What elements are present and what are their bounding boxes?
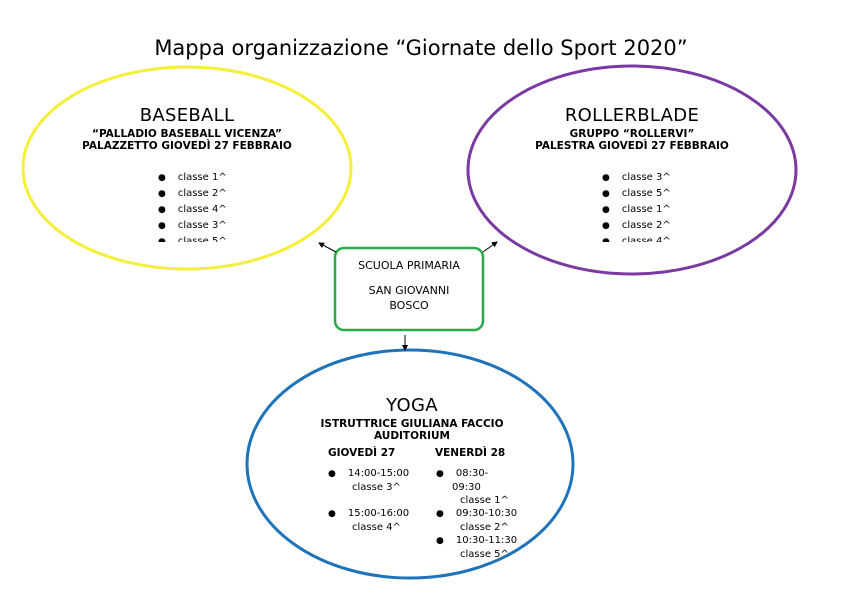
slot-class: classe 2^ [460, 522, 509, 533]
class-label: classe 1^ [177, 172, 227, 183]
yoga-heading: YOGA [386, 395, 438, 416]
class-label: classe 1^ [621, 204, 671, 215]
rollerblade-node: ROLLERBLADE GRUPPO “ROLLERVI” PALESTRA G… [482, 105, 782, 153]
bullet-dot-icon: ● [158, 237, 166, 242]
bullet-dot-icon: ● [602, 189, 610, 199]
class-list-item: ● classe 2^ [158, 186, 278, 202]
bullet-dot-icon: ● [602, 205, 610, 215]
slot-time: 10:30-11:30 [455, 535, 518, 546]
slot-time: 14:00-15:00 [347, 468, 410, 479]
baseball-location: PALAZZETTO GIOVEDÌ 27 FEBBRAIO [82, 140, 292, 152]
slot-time: 15:00-16:00 [347, 508, 410, 519]
baseball-class-list: ● classe 1^ ● classe 2^ ● classe 4^ ● classe 3^… [158, 170, 278, 242]
school-line-1: SCUOLA PRIMARIA [358, 259, 460, 272]
class-label: classe 2^ [621, 220, 671, 231]
yoga-ellipse [245, 348, 575, 580]
slot-class: classe 3^ [352, 482, 401, 493]
slot-time: 09:30-10:30 [455, 508, 518, 519]
slot-time: 08:30- [455, 468, 489, 479]
class-list-item: ● classe 1^ [602, 202, 722, 218]
slot-class: classe 1^ [460, 495, 509, 506]
class-label: classe 4^ [177, 204, 227, 215]
school-node: SCUOLA PRIMARIA SAN GIOVANNI BOSCO [335, 248, 483, 330]
slot-time-end: 09:30 [452, 482, 481, 493]
rollerblade-class-list: ● classe 3^ ● classe 5^ ● classe 1^ ● classe 2^… [602, 170, 722, 242]
baseball-heading: BASEBALL [139, 105, 235, 126]
class-label: classe 3^ [177, 220, 227, 231]
school-line-3: BOSCO [389, 299, 429, 312]
class-list-item: ● classe 2^ [602, 218, 722, 234]
yoga-instructor: ISTRUTTRICE GIULIANA FACCIO [320, 418, 504, 430]
bullet-dot-icon: ● [602, 173, 610, 183]
rollerblade-ellipse [466, 64, 798, 276]
yoga-day1-slot-1: ● 14:00-15:00 classe 3^ [328, 467, 409, 494]
class-label: classe 5^ [621, 188, 671, 199]
slot-class: classe 5^ [460, 549, 509, 560]
yoga-day1-slot-2: ● 15:00-16:00 classe 4^ [328, 507, 409, 534]
bullet-dot-icon: ● [436, 536, 444, 546]
baseball-node: BASEBALL “PALLADIO BASEBALL VICENZA” PAL… [37, 105, 337, 153]
class-list-item: ● classe 5^ [602, 186, 722, 202]
bullet-dot-icon: ● [158, 205, 166, 215]
yoga-node: YOGA ISTRUTTRICE GIULIANA FACCIO AUDITOR… [262, 395, 562, 443]
rollerblade-location: PALESTRA GIOVEDÌ 27 FEBBRAIO [535, 140, 729, 152]
bullet-dot-icon: ● [602, 221, 610, 231]
bullet-dot-icon: ● [436, 509, 444, 519]
class-list-item: ● classe 5^ [158, 234, 278, 242]
school-line-2: SAN GIOVANNI [368, 284, 450, 297]
class-label: classe 4^ [621, 236, 671, 242]
class-list-item: ● classe 1^ [158, 170, 278, 186]
bullet-dot-icon: ● [602, 237, 610, 242]
class-label: classe 2^ [177, 188, 227, 199]
yoga-day-1: GIOVEDÌ 27 [328, 447, 396, 459]
yoga-day2-slot-2: ● 09:30-10:30 classe 2^ [436, 507, 517, 534]
yoga-day2-slot-3: ● 10:30-11:30 classe 5^ [436, 534, 517, 561]
yoga-location: AUDITORIUM [373, 430, 450, 442]
baseball-ellipse [21, 65, 353, 271]
bullet-dot-icon: ● [328, 509, 336, 519]
rollerblade-heading: ROLLERBLADE [564, 105, 700, 126]
center-box-border [333, 246, 485, 332]
yoga-day2-slot-1: ● 08:30- 09:30 classe 1^ [436, 467, 509, 507]
bullet-dot-icon: ● [158, 189, 166, 199]
yoga-day-2: VENERDÌ 28 [435, 447, 506, 459]
class-list-item: ● classe 3^ [158, 218, 278, 234]
page-title: Mappa organizzazione “Giornate dello Spo… [154, 36, 688, 60]
arrow-to-rollerblade [482, 241, 498, 253]
bullet-dot-icon: ● [158, 173, 166, 183]
class-label: classe 5^ [177, 236, 227, 242]
rollerblade-organizer: GRUPPO “ROLLERVI” [569, 128, 695, 140]
class-list-item: ● classe 3^ [602, 170, 722, 186]
baseball-organizer: “PALLADIO BASEBALL VICENZA” [92, 128, 282, 140]
class-label: classe 3^ [621, 172, 671, 183]
bullet-dot-icon: ● [328, 469, 336, 479]
slot-class: classe 4^ [352, 522, 401, 533]
arrow-to-baseball [318, 242, 337, 253]
bullet-dot-icon: ● [436, 469, 444, 479]
bullet-dot-icon: ● [158, 221, 166, 231]
class-list-item: ● classe 4^ [602, 234, 722, 242]
class-list-item: ● classe 4^ [158, 202, 278, 218]
